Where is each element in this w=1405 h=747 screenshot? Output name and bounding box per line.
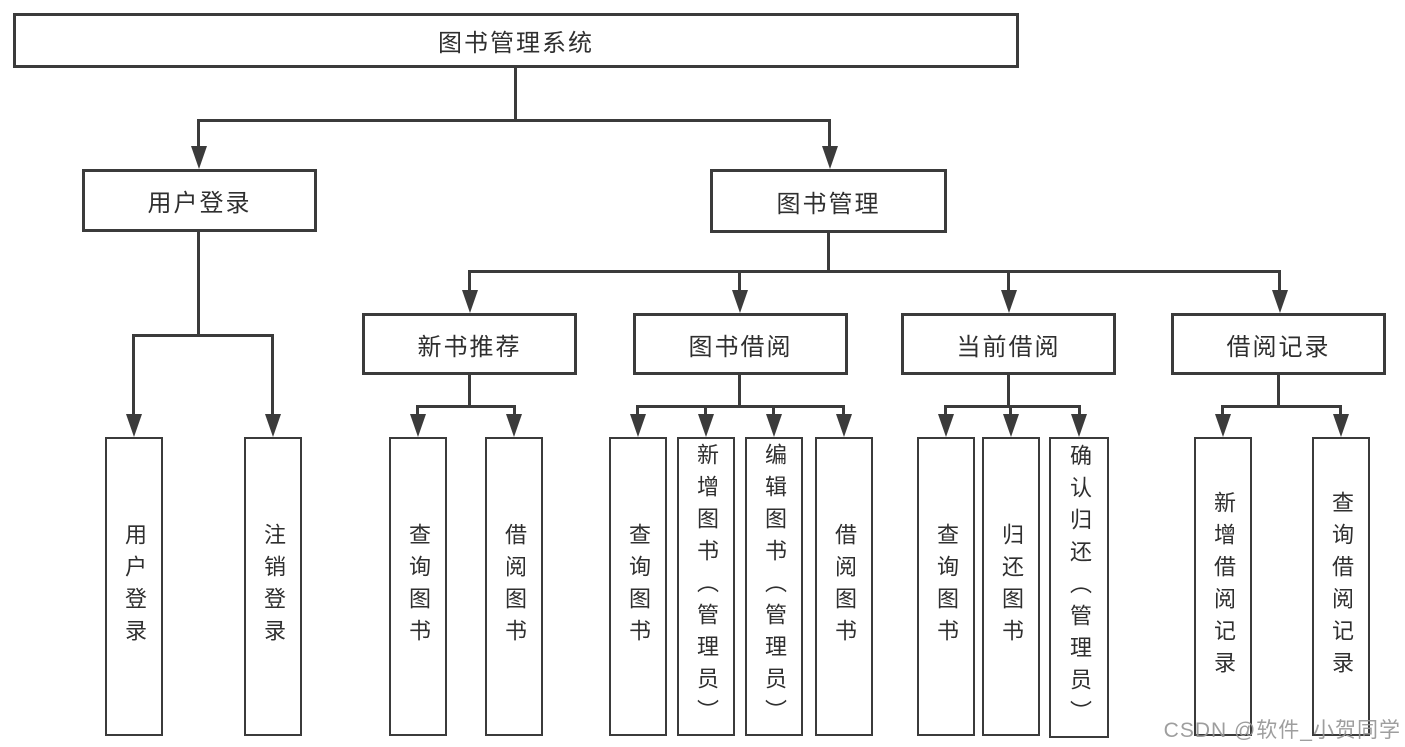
node-label: 借阅记录 xyxy=(1226,333,1331,361)
leaf-label: 查询图书 xyxy=(934,522,959,651)
connector-line xyxy=(738,270,741,292)
arrowhead xyxy=(698,414,714,437)
connector-line xyxy=(827,230,830,273)
connector-line xyxy=(636,405,639,415)
node-label: 图书管理系统 xyxy=(438,30,594,57)
arrowhead xyxy=(1071,414,1087,437)
connector-line xyxy=(1007,373,1010,408)
leaf-label: 查询图书 xyxy=(406,522,431,651)
leaf-user-login: 用户登录 xyxy=(105,437,163,736)
leaf-add-borrow-record: 新增借阅记录 xyxy=(1194,437,1252,736)
leaf-borrow-books: 借阅图书 xyxy=(815,437,873,736)
connector-line xyxy=(416,405,419,415)
arrowhead xyxy=(766,414,782,437)
connector-line xyxy=(1339,405,1342,415)
leaf-label: 新增借阅记录 xyxy=(1211,490,1236,683)
connector-line xyxy=(197,229,200,337)
connector-line xyxy=(738,373,741,408)
leaf-label: 注销登录 xyxy=(261,522,286,651)
arrowhead xyxy=(1001,290,1017,313)
arrowhead xyxy=(462,290,478,313)
leaf-query-books-recommend: 查询图书 xyxy=(389,437,447,736)
leaf-edit-books-admin: 编辑图书（管理员） xyxy=(745,437,803,736)
leaf-label: 确认归还（管理员） xyxy=(1067,443,1092,732)
arrowhead xyxy=(938,414,954,437)
connector-line xyxy=(1221,405,1342,408)
node-label: 图书管理 xyxy=(776,190,881,218)
connector-line xyxy=(271,334,274,415)
arrowhead xyxy=(265,414,281,437)
node-label: 图书借阅 xyxy=(688,333,793,361)
csdn-watermark: CSDN @软件_小贺同学 xyxy=(1163,719,1401,742)
node-label: 当前借阅 xyxy=(956,333,1061,361)
connector-line xyxy=(132,334,274,337)
leaf-query-books-current: 查询图书 xyxy=(917,437,975,736)
leaf-label: 新增图书（管理员） xyxy=(694,442,719,731)
connector-line xyxy=(944,405,1081,408)
connector-line xyxy=(944,405,947,415)
connector-line xyxy=(1078,405,1081,415)
node-book-borrow: 图书借阅 xyxy=(633,313,848,375)
connector-line xyxy=(828,119,831,149)
leaf-label: 查询借阅记录 xyxy=(1329,490,1354,683)
connector-line xyxy=(197,119,200,149)
connector-line xyxy=(704,405,707,415)
leaf-return-books: 归还图书 xyxy=(982,437,1040,736)
node-borrow-records: 借阅记录 xyxy=(1171,313,1386,375)
connector-line xyxy=(1007,270,1010,292)
node-book-management: 图书管理 xyxy=(710,169,947,233)
connector-line xyxy=(132,334,135,415)
leaf-logout: 注销登录 xyxy=(244,437,302,736)
leaf-label: 归还图书 xyxy=(999,522,1024,651)
connector-line xyxy=(636,405,845,408)
leaf-label: 借阅图书 xyxy=(832,522,857,651)
arrowhead xyxy=(506,414,522,437)
arrowhead xyxy=(1272,290,1288,313)
node-user-login: 用户登录 xyxy=(82,169,317,232)
leaf-label: 借阅图书 xyxy=(502,522,527,651)
leaf-add-books-admin: 新增图书（管理员） xyxy=(677,437,735,736)
leaf-query-borrow-record: 查询借阅记录 xyxy=(1312,437,1370,736)
leaf-label: 编辑图书（管理员） xyxy=(762,442,787,731)
connector-line xyxy=(514,67,517,122)
node-label: 用户登录 xyxy=(147,190,252,217)
leaf-query-books-borrow: 查询图书 xyxy=(609,437,667,736)
connector-line xyxy=(1221,405,1224,415)
arrowhead xyxy=(410,414,426,437)
connector-line xyxy=(842,405,845,415)
connector-line xyxy=(468,373,471,408)
connector-line xyxy=(468,270,1281,273)
arrowhead xyxy=(191,146,207,169)
leaf-label: 用户登录 xyxy=(122,522,147,651)
connector-line xyxy=(197,119,831,122)
leaf-borrow-books-recommend: 借阅图书 xyxy=(485,437,543,736)
node-label: 新书推荐 xyxy=(417,333,522,361)
connector-line xyxy=(416,405,516,408)
connector-line xyxy=(1277,373,1280,408)
arrowhead xyxy=(732,290,748,313)
connector-line xyxy=(1278,270,1281,292)
arrowhead xyxy=(822,146,838,169)
node-new-book-recommend: 新书推荐 xyxy=(362,313,577,375)
arrowhead xyxy=(1215,414,1231,437)
arrowhead xyxy=(1333,414,1349,437)
node-current-borrow: 当前借阅 xyxy=(901,313,1116,375)
connector-line xyxy=(513,405,516,415)
arrowhead xyxy=(1003,414,1019,437)
arrowhead xyxy=(630,414,646,437)
connector-line xyxy=(772,405,775,415)
arrowhead xyxy=(126,414,142,437)
connector-line xyxy=(1009,405,1012,415)
node-library-management-system: 图书管理系统 xyxy=(13,13,1019,68)
leaf-label: 查询图书 xyxy=(626,522,651,651)
arrowhead xyxy=(836,414,852,437)
leaf-confirm-return-admin: 确认归还（管理员） xyxy=(1049,437,1109,738)
connector-line xyxy=(468,270,471,292)
